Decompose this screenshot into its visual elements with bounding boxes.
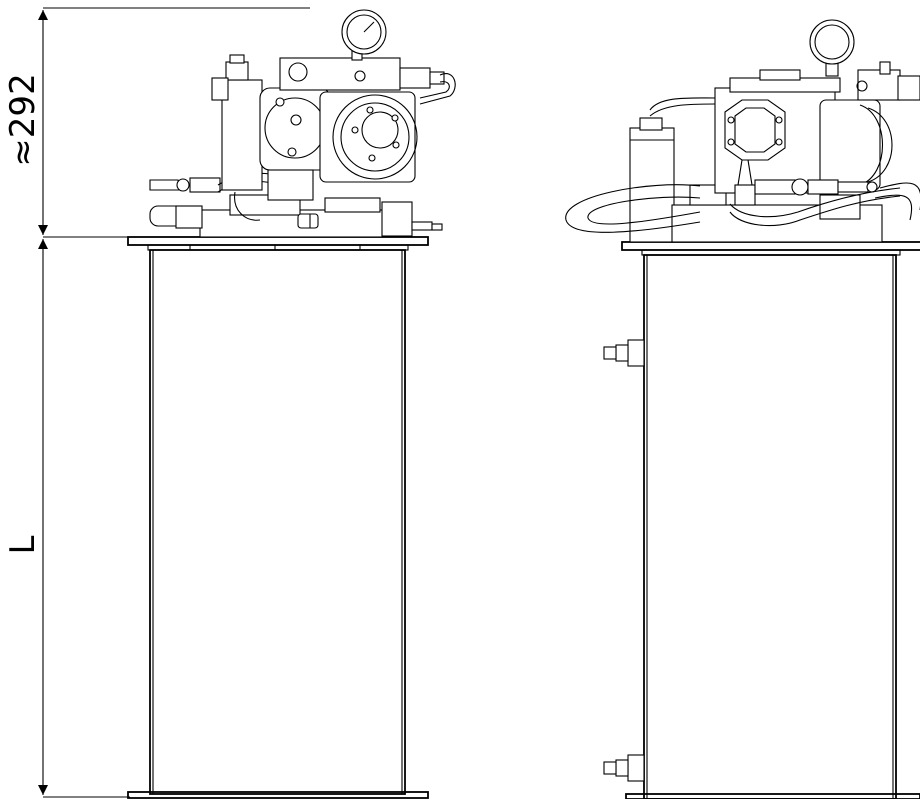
top-plate-left bbox=[127, 236, 429, 246]
left-view bbox=[127, 9, 456, 799]
pressure-gauge-right bbox=[809, 19, 855, 65]
dimension-lines: ≈292 L bbox=[3, 7, 310, 798]
length-dimension-label: L bbox=[3, 535, 43, 554]
tank-body-right bbox=[643, 254, 897, 799]
lower-side-port bbox=[627, 754, 645, 782]
height-dimension-label: ≈292 bbox=[3, 73, 43, 166]
pump-assembly-left bbox=[149, 9, 456, 238]
upper-side-port bbox=[627, 339, 645, 367]
tank-left bbox=[127, 236, 429, 799]
top-plate-right bbox=[621, 241, 920, 251]
right-view bbox=[565, 19, 920, 799]
tank-right bbox=[603, 241, 920, 799]
bottom-plate-left bbox=[127, 791, 429, 799]
pump-assembly-right bbox=[565, 19, 920, 243]
bottom-plate-right bbox=[625, 793, 920, 799]
tank-body-left bbox=[149, 249, 406, 795]
